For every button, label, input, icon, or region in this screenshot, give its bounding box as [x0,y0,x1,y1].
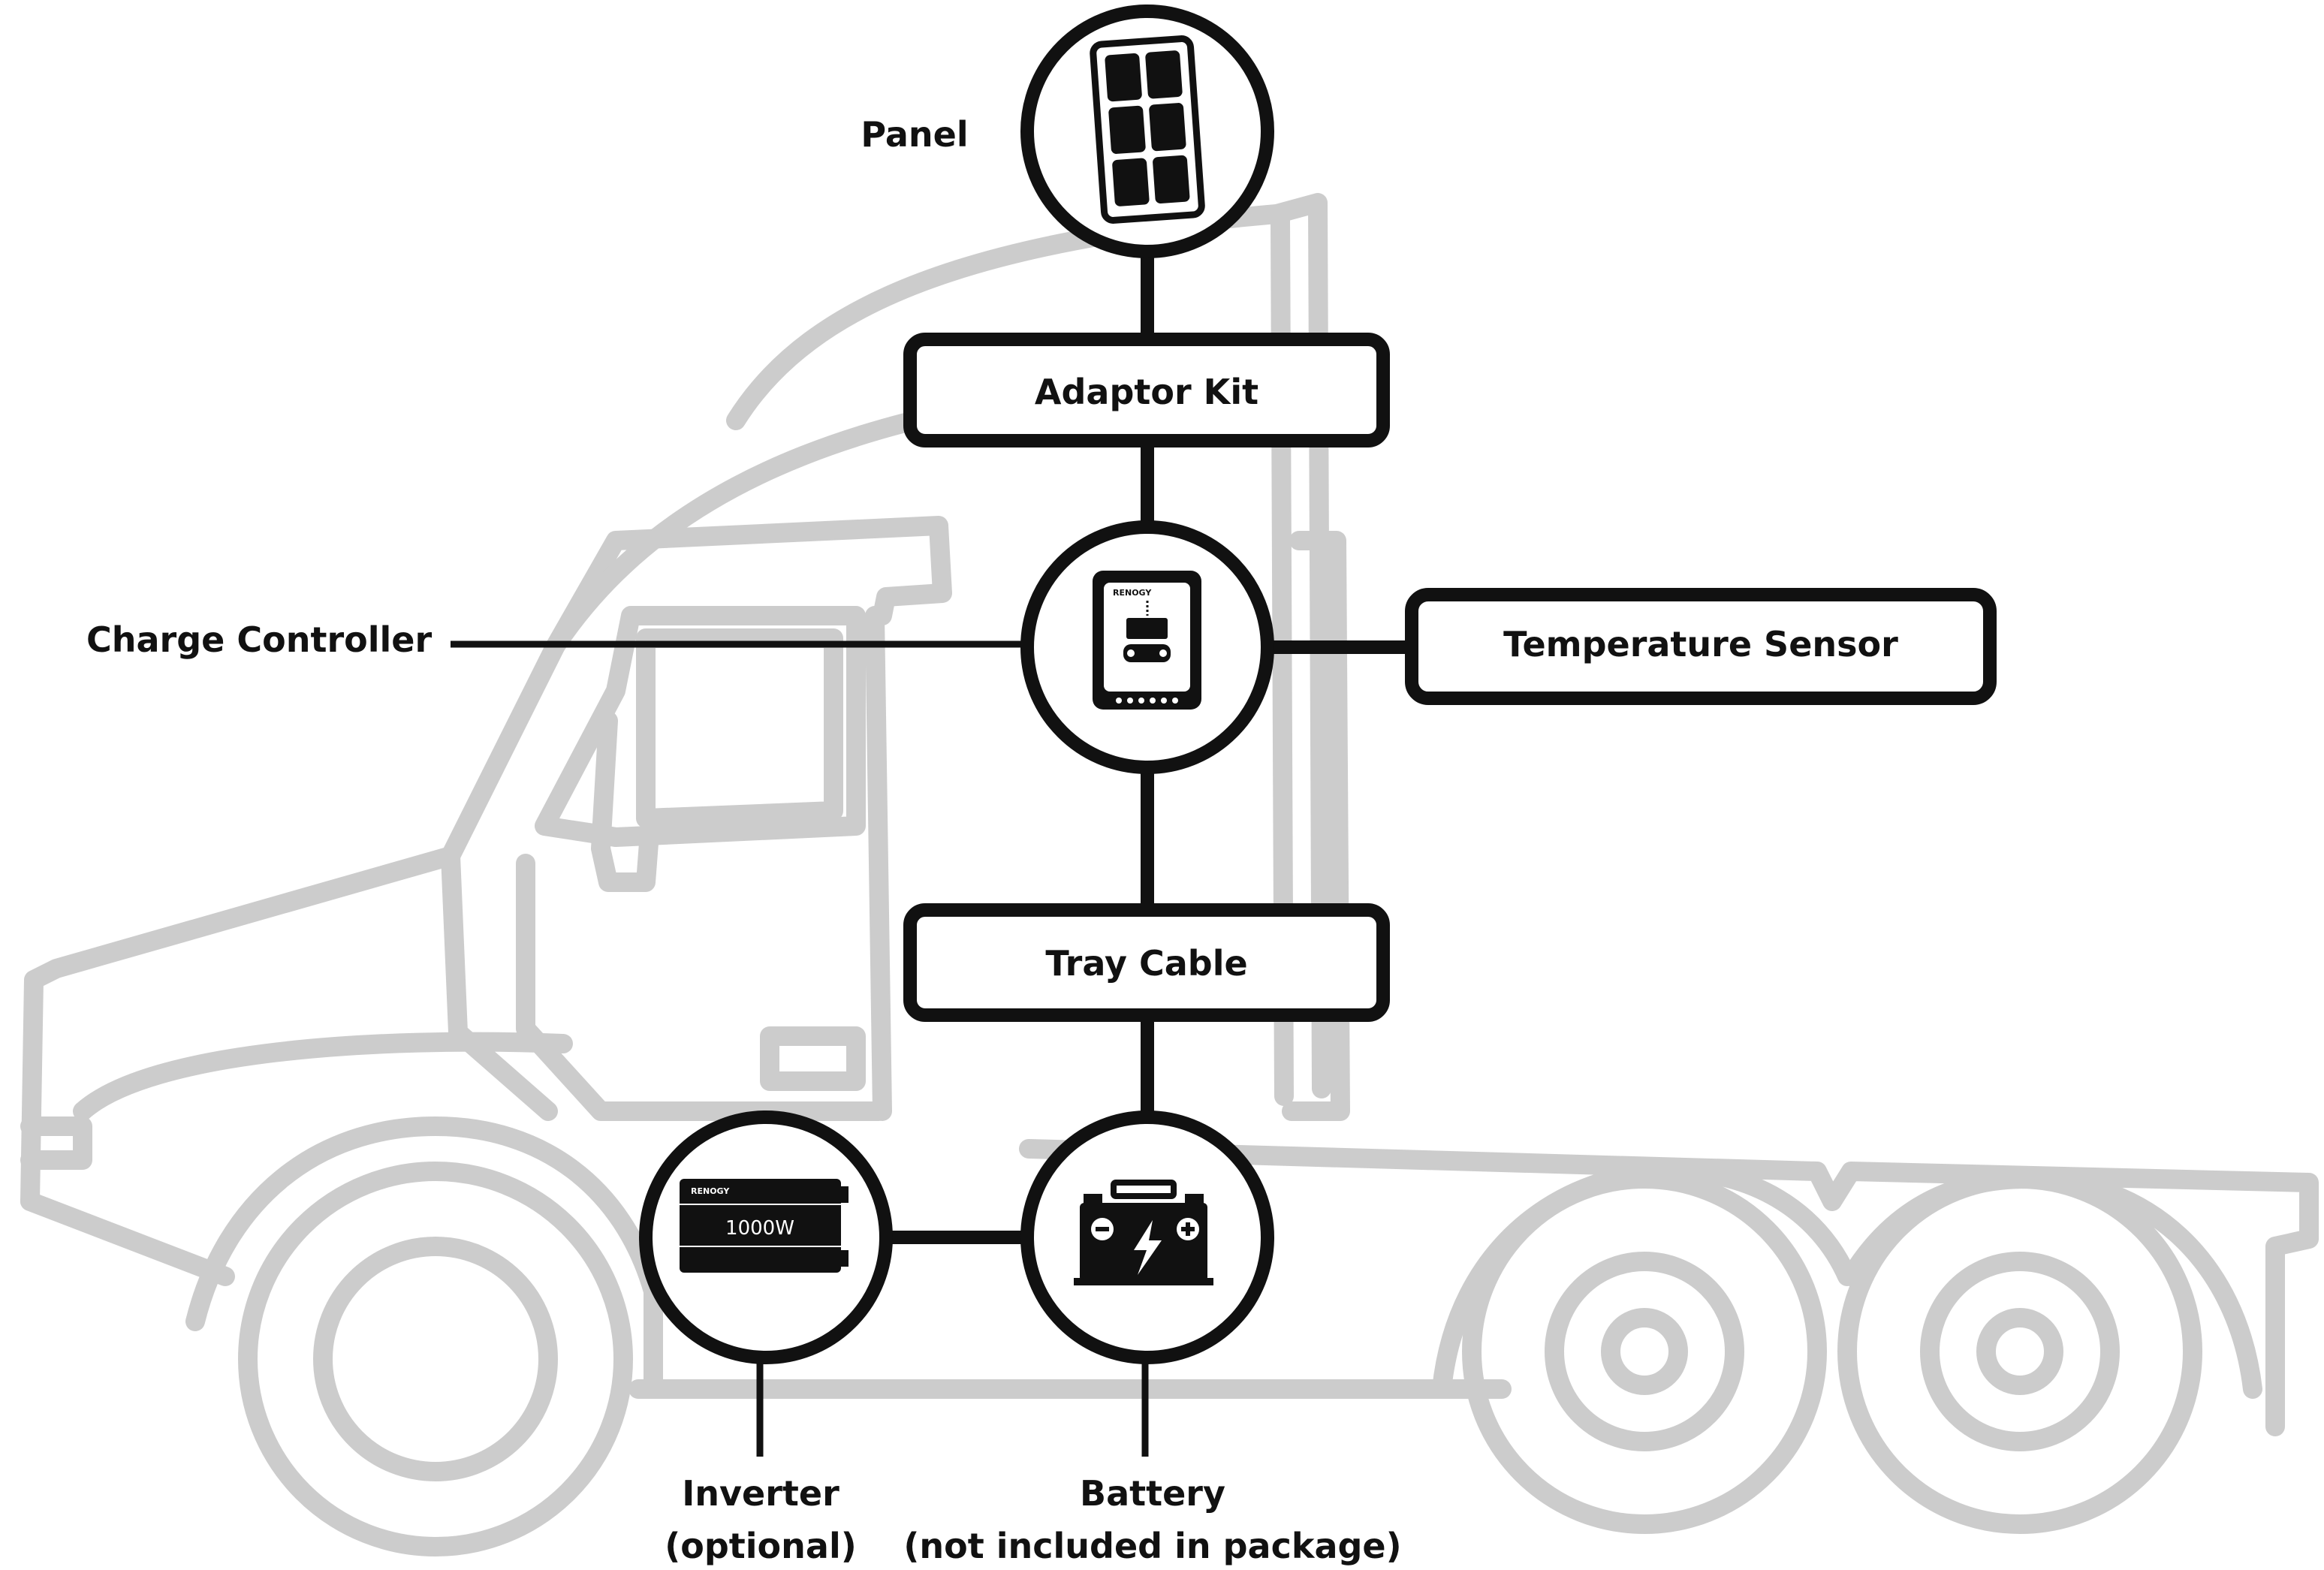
truck-silhouette [20,193,2319,1436]
charge-controller-node: RENOGY Charge Controller [86,520,1274,774]
inverter-brand: RENOGY [691,1186,730,1196]
adaptor-kit-node: Adaptor Kit [903,333,1390,447]
inverter-icon: RENOGY 1000W [680,1179,849,1273]
adaptor-kit-box [903,333,1390,447]
adaptor-kit-label: Adaptor Kit [1035,372,1258,412]
rear-wheel-2 [1837,1169,2202,1534]
front-wheel-hub [313,1237,558,1481]
lightning-bolt-icon [1134,1220,1162,1275]
battery-label-line2: (not included in package) [903,1526,1401,1566]
inverter-rating: 1000W [725,1217,794,1240]
connectors [886,252,1412,1244]
inverter-label-line2: (optional) [665,1526,857,1566]
tray-cable-node: Tray Cable [903,903,1390,1022]
charge-controller-icon: RENOGY [1093,571,1201,710]
truck-wheels [238,1162,2202,1556]
rear-wheel-2-center [1976,1308,2063,1395]
front-wheel [238,1162,633,1556]
battery-label-line1: Battery [1080,1473,1225,1514]
charge-controller-brand: RENOGY [1113,588,1152,598]
rear-wheel-2-hub [1920,1252,2120,1451]
charge-controller-label: Charge Controller [86,619,432,660]
panel-node: Panel [861,5,1274,258]
inverter-label-line1: Inverter [682,1473,839,1514]
battery-node: Battery (not included in package) [903,1110,1402,1566]
rear-wheel-1-hub [1545,1252,1744,1451]
tray-cable-box [903,903,1390,1022]
panel-label: Panel [861,114,968,155]
temperature-sensor-node: Temperature Sensor [1405,588,1997,705]
rear-wheel-1 [1462,1169,1827,1534]
solar-panel-icon [1090,35,1205,224]
rear-wheel-1-center [1601,1308,1688,1395]
inverter-node: RENOGY 1000W Inverter (optional) [639,1110,893,1566]
tray-cable-label: Tray Cable [1045,943,1247,984]
battery-icon [1074,1180,1213,1285]
temperature-sensor-label: Temperature Sensor [1503,624,1898,664]
temperature-sensor-box [1405,588,1997,705]
